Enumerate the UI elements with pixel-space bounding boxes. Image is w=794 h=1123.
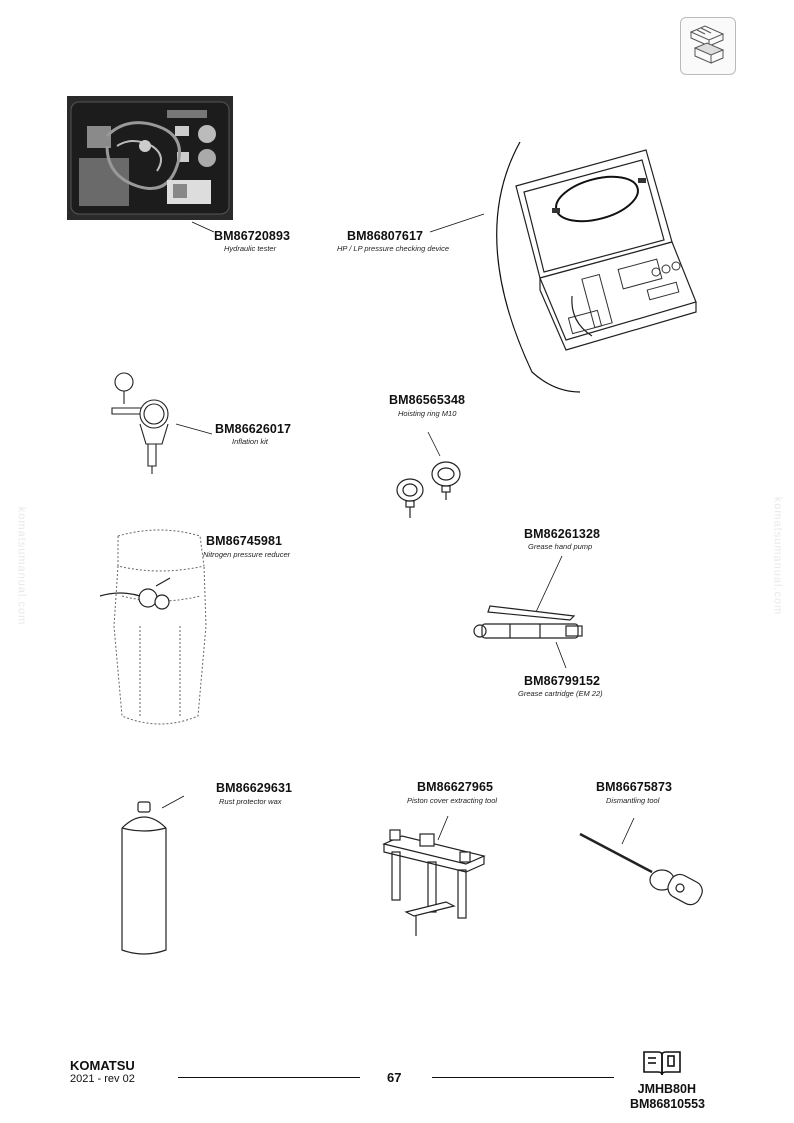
tool-code-9: BM86627965 — [417, 780, 494, 794]
page-number: 67 — [387, 1070, 402, 1085]
spray-can-drawing — [121, 801, 167, 955]
piston-cover-tool-drawing — [382, 829, 486, 936]
leader-line-rust-wax — [161, 795, 185, 809]
leader-line-piston-tool — [437, 815, 449, 841]
leader-line-inflation-kit — [175, 423, 213, 435]
pressure-checking-case-drawing — [496, 141, 697, 393]
hydraulic-tester-photo — [67, 96, 233, 220]
tool-code-10: BM86675873 — [596, 780, 673, 794]
leader-line-pressure-device — [429, 213, 485, 233]
tool-desc-6: Grease hand pump — [528, 542, 593, 551]
tool-code-3: BM86626017 — [215, 422, 292, 436]
tool-desc-5: Nitrogen pressure reducer — [203, 550, 291, 559]
inflation-kit-drawing — [111, 372, 169, 474]
dismantling-tool-drawing — [579, 832, 703, 906]
leader-line-hydraulic-tester — [191, 221, 215, 233]
tool-desc-1: Hydraulic tester — [224, 244, 277, 253]
watermark-right: komatsumanual.com — [771, 496, 784, 616]
model-code: JMHB80H — [637, 1082, 696, 1096]
tool-desc-2: HP / LP pressure checking device — [337, 244, 449, 253]
footer-revision: 2021 - rev 02 — [70, 1073, 135, 1085]
tool-desc-3: Inflation kit — [232, 437, 268, 446]
tool-desc-8: Rust protector wax — [219, 797, 282, 806]
leader-line-hoisting-ring — [427, 431, 441, 457]
leader-line-grease-cartridge — [555, 641, 567, 669]
manual-code: BM86810553 — [629, 1097, 705, 1111]
grease-pump-drawing — [473, 605, 583, 639]
footer-rule-right — [432, 1077, 614, 1078]
tool-code-5: BM86745981 — [206, 534, 283, 548]
open-book-icon — [642, 1048, 682, 1078]
tool-code-6: BM86261328 — [524, 527, 601, 541]
tool-desc-9: Piston cover extracting tool — [407, 796, 498, 805]
tool-desc-4: Hoisting ring M10 — [398, 409, 457, 418]
tool-desc-7: Grease cartridge (EM 22) — [518, 689, 603, 698]
tool-code-8: BM86629631 — [216, 781, 293, 795]
tool-code-1: BM86720893 — [214, 229, 291, 243]
tool-code-7: BM86799152 — [524, 674, 601, 688]
watermark-left: komatsumanual.com — [15, 506, 28, 626]
hoisting-ring-drawing — [396, 461, 461, 518]
footer-brand: KOMATSU — [70, 1058, 135, 1073]
tool-code-2: BM86807617 — [347, 229, 424, 243]
footer-rule-left — [178, 1077, 360, 1078]
leader-line-dismantling-tool — [621, 817, 635, 845]
tool-desc-10: Dismantling tool — [606, 796, 660, 805]
tools-section-icon — [680, 17, 736, 75]
tool-code-4: BM86565348 — [389, 393, 466, 407]
leader-line-grease-pump — [535, 555, 563, 613]
nitrogen-bottle-drawing — [99, 529, 207, 725]
